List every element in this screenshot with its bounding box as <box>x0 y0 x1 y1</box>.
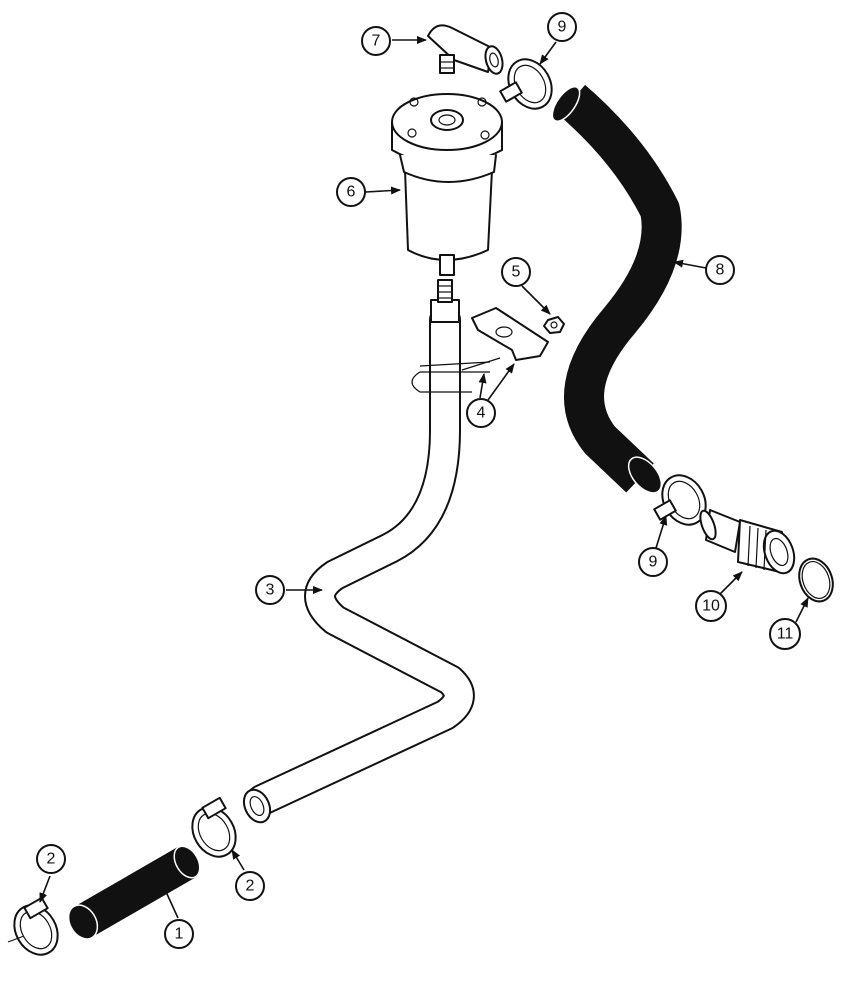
u-bolt-clamp <box>411 307 549 393</box>
elbow-fitting <box>427 24 504 75</box>
callout-label: 6 <box>347 184 356 201</box>
callout-3: 3 <box>255 575 285 605</box>
callout-label: 9 <box>649 554 658 571</box>
callout-label: 9 <box>558 19 567 36</box>
callout-2b: 2 <box>235 871 265 901</box>
callout-label: 5 <box>512 264 521 281</box>
callout-label: 1 <box>175 926 184 943</box>
hose-clamp-small-right <box>191 796 237 858</box>
hose-clamp-bottom <box>653 474 707 526</box>
filter-canister <box>391 93 503 276</box>
callout-6: 6 <box>336 177 366 207</box>
leader-lines <box>39 36 809 919</box>
adapter-fitting <box>699 509 796 575</box>
black-hose-large <box>551 84 682 494</box>
black-hose-short <box>67 845 201 940</box>
callout-label: 3 <box>266 582 275 599</box>
callout-label: 8 <box>716 262 725 279</box>
hose-clamp-small-left <box>7 896 59 956</box>
callout-7: 7 <box>361 26 391 56</box>
callout-label: 10 <box>702 598 720 615</box>
callout-label: 11 <box>777 626 794 643</box>
callout-11: 11 <box>769 618 801 650</box>
callout-5: 5 <box>501 257 531 287</box>
metal-tube <box>242 279 475 824</box>
callout-label: 4 <box>477 405 486 422</box>
nut <box>543 316 565 334</box>
callout-9b: 9 <box>638 547 668 577</box>
callout-label: 2 <box>47 851 56 868</box>
callout-8: 8 <box>705 255 735 285</box>
callout-label: 2 <box>246 878 255 895</box>
callout-9a: 9 <box>547 12 577 42</box>
hose-clamp-top <box>499 58 553 110</box>
callout-label: 7 <box>372 33 381 50</box>
callout-2a: 2 <box>36 844 66 874</box>
o-ring <box>798 557 834 603</box>
callout-4: 4 <box>466 398 496 428</box>
callout-10: 10 <box>695 590 727 622</box>
callout-1: 1 <box>164 919 194 949</box>
